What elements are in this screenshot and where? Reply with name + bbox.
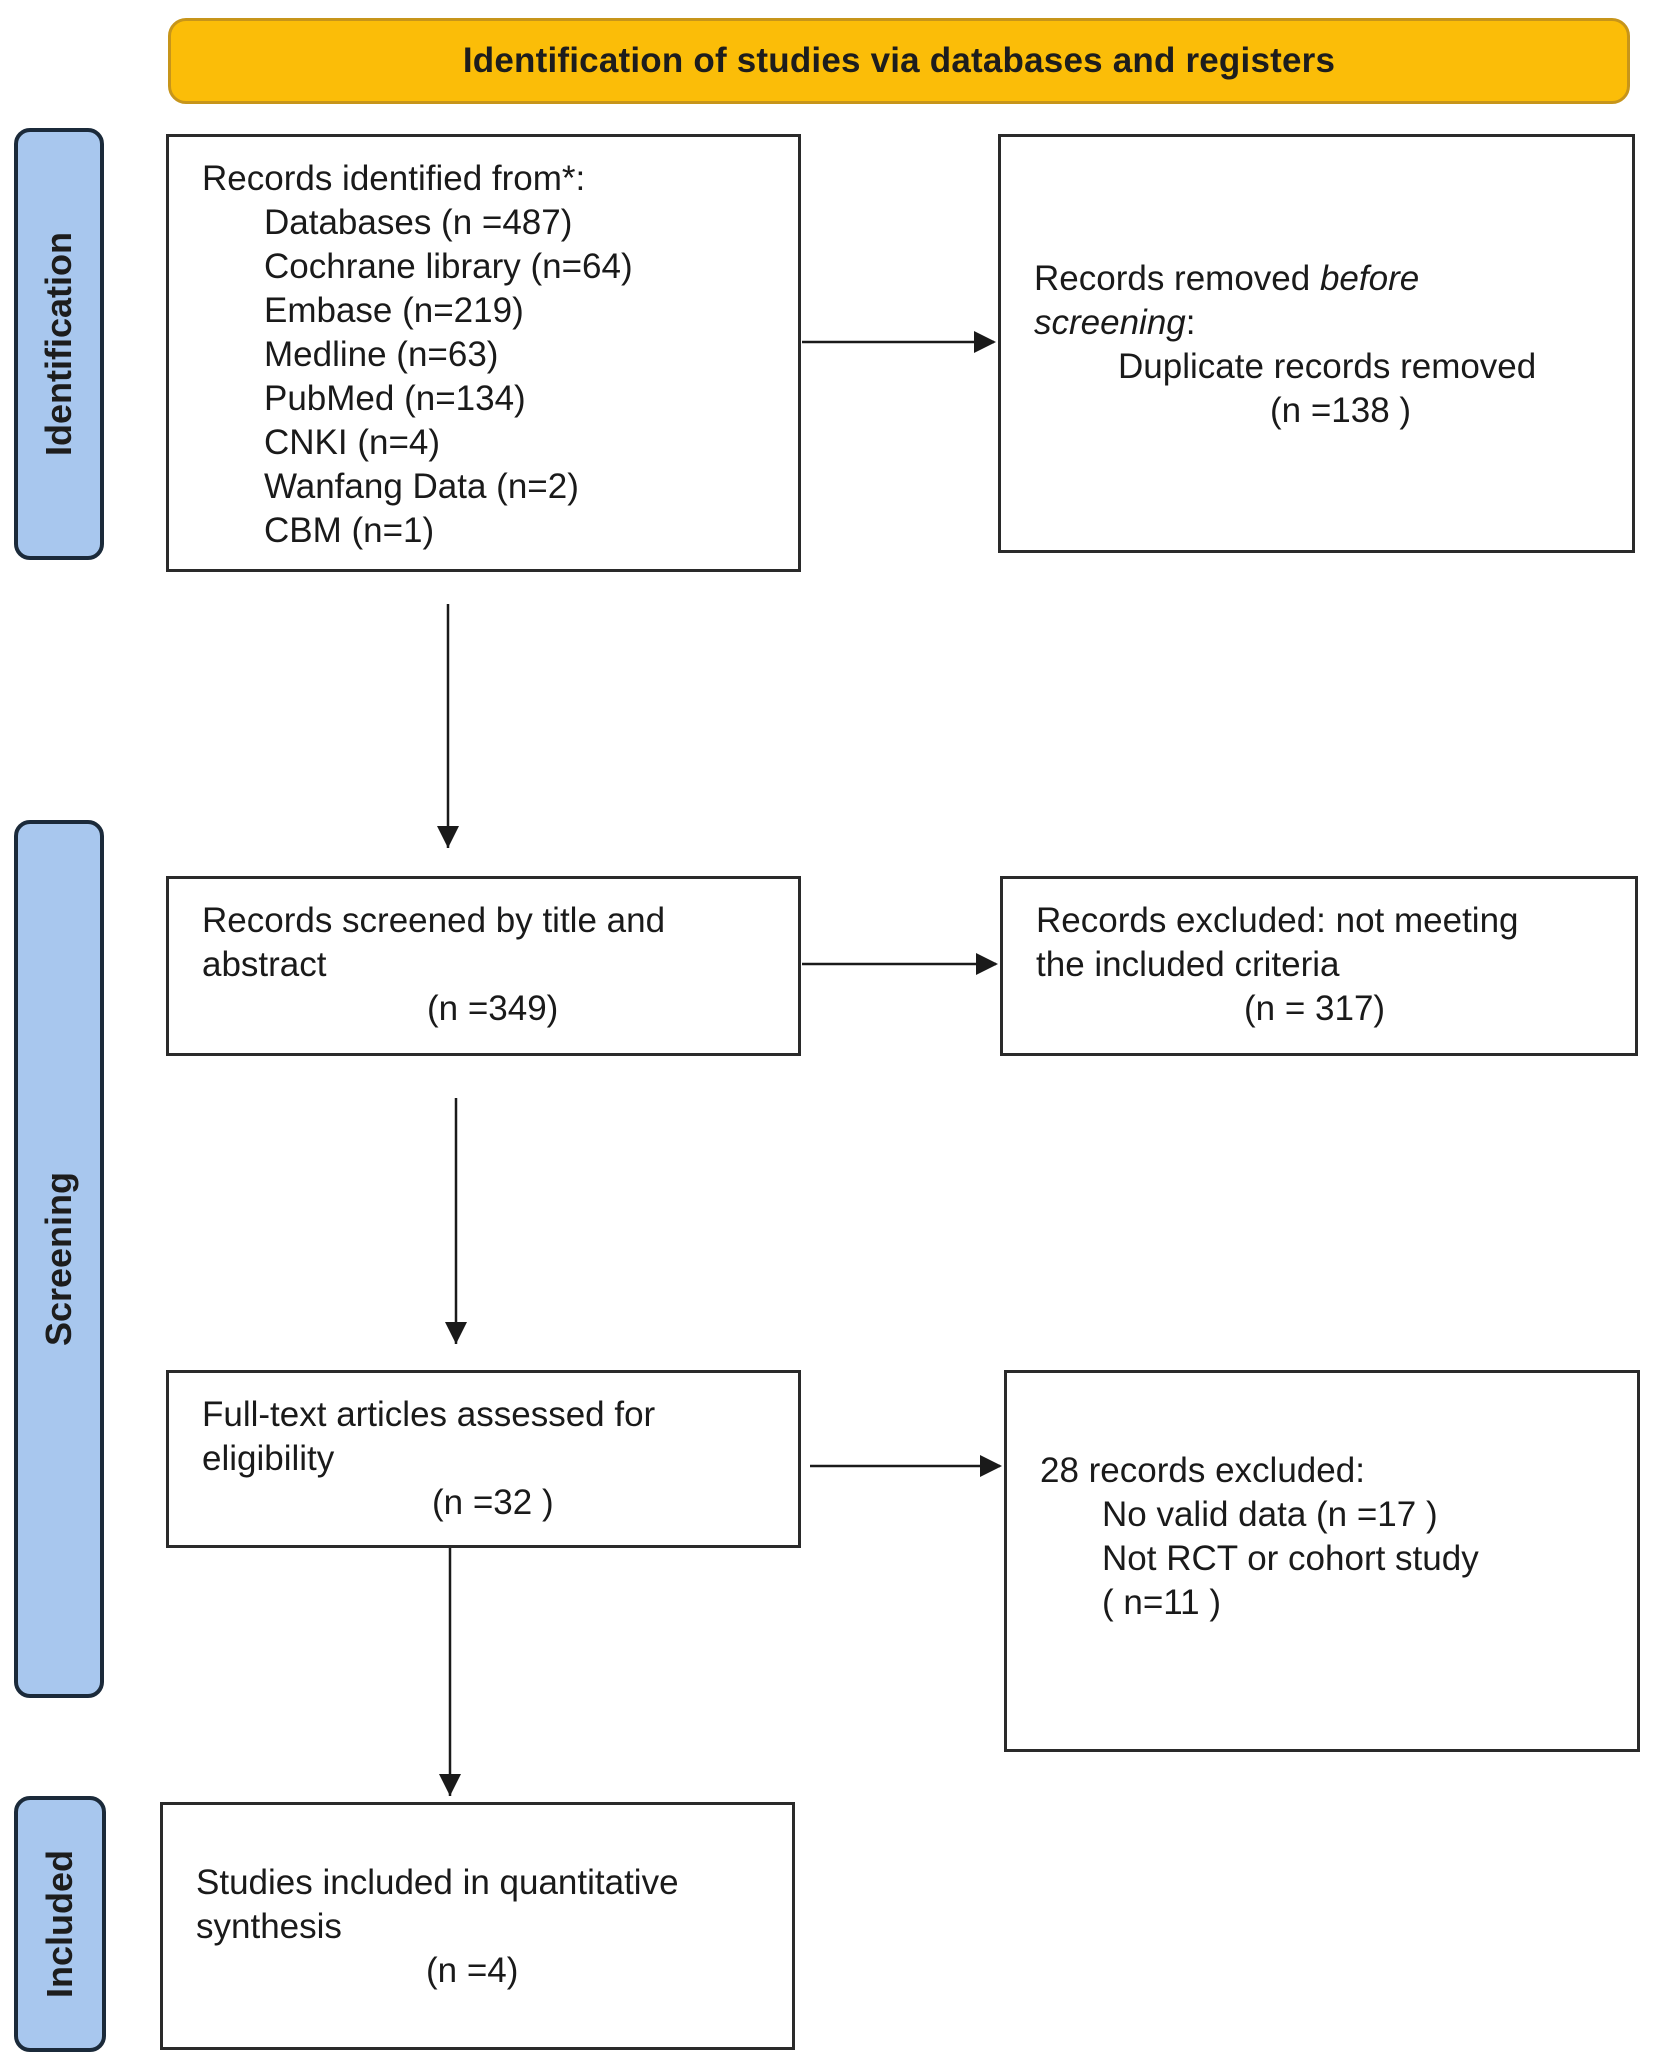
source-cnki: CNKI (n=4)	[264, 423, 441, 462]
source-medline: Medline (n=63)	[264, 335, 499, 374]
records-removed-line2: screening:	[1034, 301, 1632, 345]
studies-included-count: (n =4)	[426, 1951, 519, 1990]
fulltext-assessed-line2: eligibility	[202, 1439, 335, 1478]
section-screening: Screening	[14, 820, 104, 1698]
records-excluded-count: (n = 317)	[1244, 989, 1386, 1028]
duplicate-records-label: Duplicate records removed	[1118, 347, 1537, 386]
studies-included-line2: synthesis	[196, 1907, 342, 1946]
source-wanfang: Wanfang Data (n=2)	[264, 467, 579, 506]
records-removed-screening: screening	[1034, 303, 1186, 342]
fulltext-assessed-box: Full-text articles assessed for eligibil…	[166, 1370, 801, 1548]
duplicate-records-count: (n =138 )	[1270, 391, 1412, 430]
source-cbm: CBM (n=1)	[264, 511, 435, 550]
records-removed-text: Records removed	[1034, 259, 1320, 298]
section-identification: Identification	[14, 128, 104, 560]
header-title: Identification of studies via databases …	[462, 41, 1336, 80]
exclusion-reason-no-data: No valid data (n =17 )	[1102, 1495, 1438, 1534]
source-databases: Databases (n =487)	[264, 203, 573, 242]
exclusion-reason-not-rct-count: ( n=11 )	[1102, 1583, 1221, 1622]
source-cochrane: Cochrane library (n=64)	[264, 247, 633, 286]
records-removed-before: before	[1319, 259, 1420, 298]
source-pubmed: PubMed (n=134)	[264, 379, 526, 418]
records-excluded-line2: the included criteria	[1036, 945, 1340, 984]
records-excluded-line1: Records excluded: not meeting	[1036, 901, 1519, 940]
exclusion-reason-not-rct: Not RCT or cohort study	[1102, 1539, 1479, 1578]
studies-included-box: Studies included in quantitative synthes…	[160, 1802, 795, 2050]
records-removed-colon: :	[1185, 303, 1196, 342]
studies-included-line1: Studies included in quantitative	[196, 1863, 679, 1902]
header-bar: Identification of studies via databases …	[168, 18, 1630, 104]
records-removed-box: Records removed before screening: Duplic…	[998, 134, 1635, 553]
records-screened-line1: Records screened by title and	[202, 901, 666, 940]
records-removed-line1: Records removed before	[1034, 257, 1632, 301]
records-screened-box: Records screened by title and abstract (…	[166, 876, 801, 1056]
records-excluded-box: Records excluded: not meeting the includ…	[1000, 876, 1638, 1056]
section-included: Included	[14, 1796, 106, 2052]
records-screened-line2: abstract	[202, 945, 327, 984]
records-screened-count: (n =349)	[427, 989, 559, 1028]
records-identified-heading: Records identified from*:	[202, 159, 586, 198]
source-embase: Embase (n=219)	[264, 291, 524, 330]
records-identified-box: Records identified from*: Databases (n =…	[166, 134, 801, 572]
fulltext-assessed-count: (n =32 )	[432, 1483, 554, 1522]
fulltext-excluded-heading: 28 records excluded:	[1040, 1451, 1365, 1490]
fulltext-assessed-line1: Full-text articles assessed for	[202, 1395, 656, 1434]
fulltext-excluded-box: 28 records excluded: No valid data (n =1…	[1004, 1370, 1640, 1752]
